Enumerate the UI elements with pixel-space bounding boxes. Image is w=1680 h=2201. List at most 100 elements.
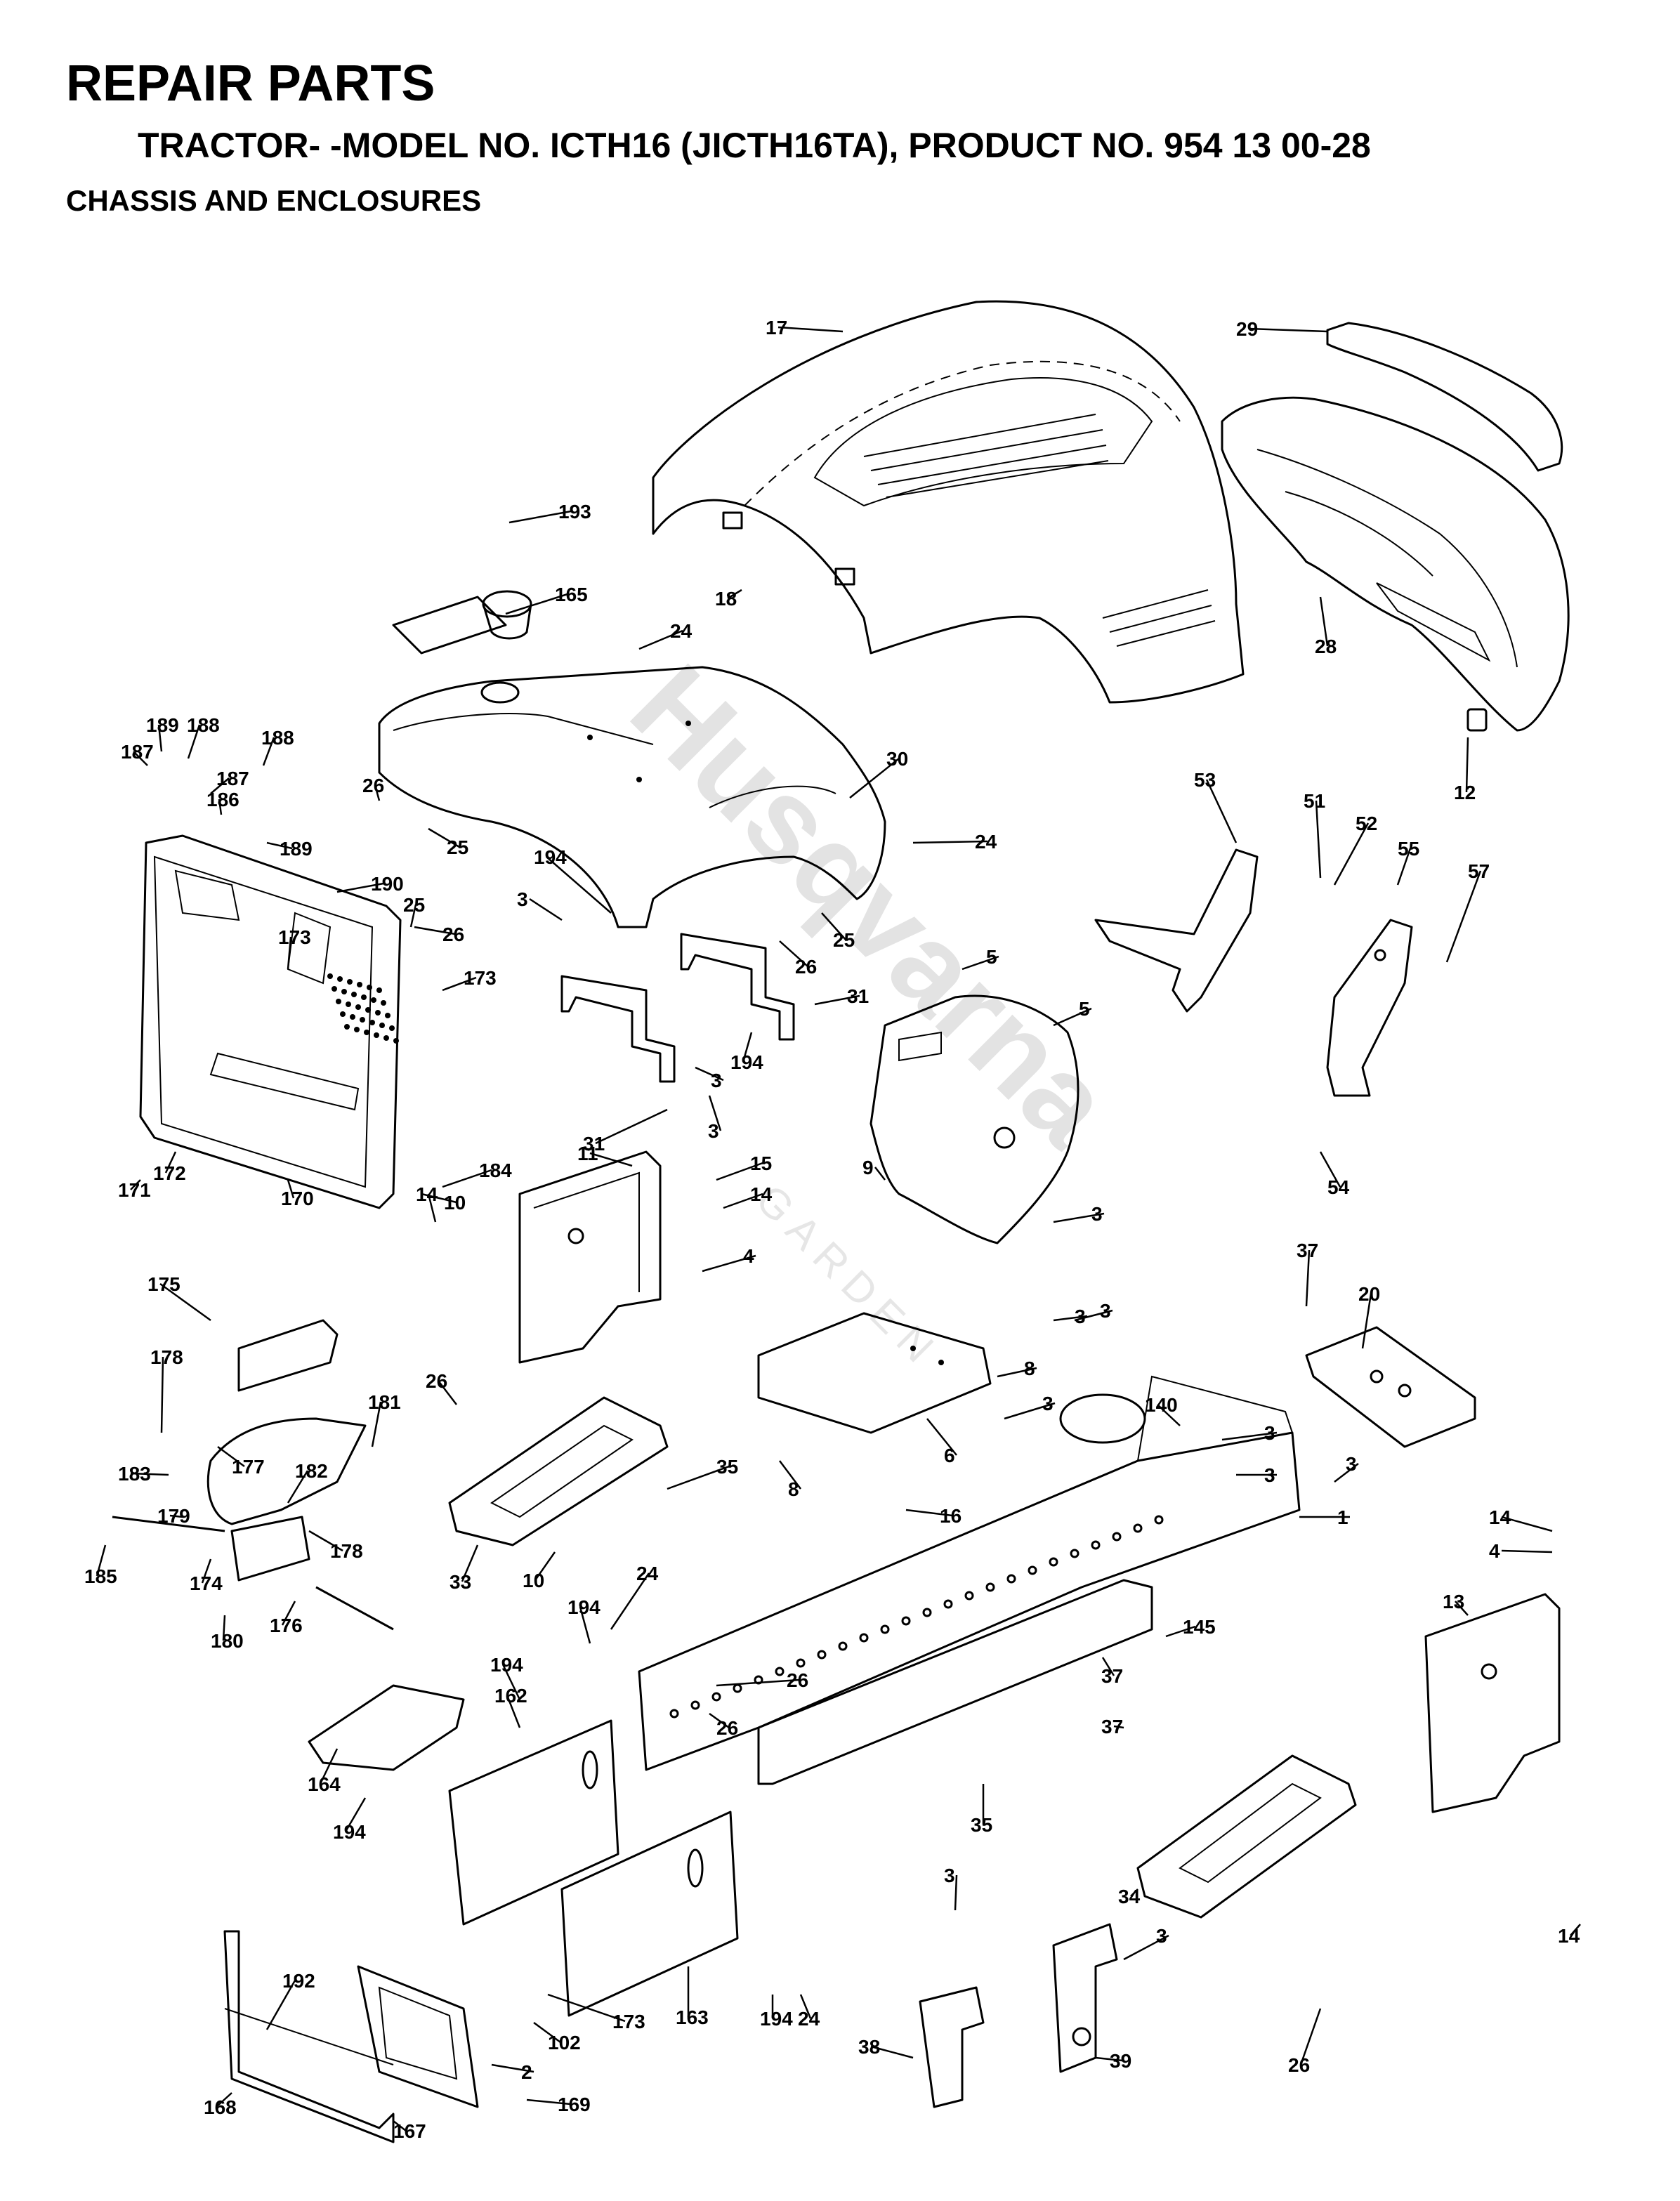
callout-174: 174 [190, 1572, 223, 1594]
callout-194: 194 [760, 2008, 793, 2030]
cover-9-part [869, 994, 1079, 1244]
front-bumper-part [223, 1930, 395, 2143]
callout-leader [169, 1514, 183, 1518]
callout-3: 3 [944, 1865, 955, 1886]
callout-leader [262, 737, 275, 766]
callout-leader [160, 1356, 164, 1433]
callout-173: 173 [612, 2011, 645, 2032]
vent-hole [371, 997, 376, 1003]
callout-17: 17 [766, 317, 787, 339]
callout-leader [1315, 800, 1322, 879]
callout-leader [505, 593, 568, 615]
callout-leader [533, 2021, 561, 2044]
bracket-31-right [680, 933, 795, 1041]
callout-145: 145 [1183, 1616, 1216, 1638]
page-title: REPAIR PARTS [66, 55, 435, 112]
callout-leader [427, 1193, 437, 1223]
callout-6: 6 [944, 1445, 955, 1466]
frame-hole [690, 1700, 700, 1710]
callout-leader [1221, 1431, 1278, 1441]
callout-1: 1 [1337, 1506, 1348, 1528]
callout-leader [1095, 2056, 1123, 2062]
callout-10: 10 [523, 1570, 544, 1591]
callout-leader [716, 1678, 800, 1687]
callout-leader [133, 751, 148, 766]
vent-hole [379, 1023, 385, 1028]
callout-leader [962, 955, 999, 971]
callout-leader [1053, 1315, 1088, 1322]
callout-leader [393, 2120, 407, 2131]
grille-side-part [1221, 322, 1570, 732]
frame-hole [922, 1608, 932, 1617]
callout-31: 31 [847, 985, 869, 1007]
callout-14: 14 [750, 1183, 773, 1205]
vent-hole [357, 982, 362, 987]
vent-hole [369, 1020, 375, 1025]
callout-leader [926, 1418, 957, 1456]
bracket-38-part [919, 1986, 985, 2108]
callout-leader [954, 1874, 958, 1911]
callout-leader [1101, 1657, 1115, 1676]
callout-leader [547, 1993, 626, 2023]
callout-leader [1465, 737, 1469, 793]
callout-55: 55 [1398, 838, 1419, 860]
callout-leader [814, 994, 860, 1006]
frame-hole [796, 1658, 806, 1668]
callout-140: 140 [1145, 1394, 1178, 1416]
callout-37: 37 [1101, 1665, 1123, 1687]
vent-hole [381, 1000, 386, 1006]
callout-leader [281, 1601, 296, 1626]
callout-leader [491, 2063, 534, 2073]
callout-leader [428, 827, 460, 848]
callout-4: 4 [1489, 1540, 1500, 1562]
callout-leader [777, 326, 844, 333]
vent-hole [341, 989, 347, 994]
frame-hole [711, 1692, 721, 1702]
callout-57: 57 [1468, 860, 1490, 882]
callout-leader [1501, 1549, 1553, 1553]
callout-leader [779, 940, 808, 967]
callout-leader [319, 1748, 339, 1785]
callout-194: 194 [490, 1654, 523, 1676]
frame-hole [669, 1709, 679, 1719]
callout-179: 179 [157, 1505, 190, 1527]
callout-3: 3 [708, 1120, 719, 1142]
callout-leader [287, 1470, 309, 1504]
callout-leader [216, 2092, 232, 2108]
callout-188: 188 [187, 714, 220, 736]
callout-leader [265, 1980, 296, 2030]
vent-hole [350, 1014, 355, 1020]
callout-26: 26 [795, 956, 817, 978]
callout-4: 4 [743, 1245, 754, 1267]
callout-leader [1319, 596, 1329, 647]
vent-hole [393, 1038, 399, 1044]
callout-leader [997, 1367, 1037, 1378]
callout-35: 35 [971, 1814, 992, 1836]
callout-leader [187, 724, 201, 759]
callout-194: 194 [567, 1596, 601, 1618]
callout-54: 54 [1327, 1176, 1350, 1198]
dash-panel-part [378, 590, 886, 928]
callout-25: 25 [833, 929, 855, 951]
callout-leader [1123, 1934, 1169, 1961]
frame-hole [943, 1599, 953, 1609]
bracket-31-left [560, 975, 676, 1083]
callout-3: 3 [1075, 1306, 1086, 1327]
callout-leader [874, 1167, 886, 1181]
bracket-53-part [1094, 848, 1259, 1013]
callout-leader [501, 1664, 521, 1700]
callout-13: 13 [1443, 1591, 1464, 1612]
callout-leader [1299, 2008, 1322, 2065]
callout-leader [1396, 848, 1412, 886]
vent-hole [385, 1013, 391, 1018]
frame-hole [775, 1667, 785, 1676]
callout-14: 14 [1489, 1506, 1511, 1528]
callout-leader [589, 1152, 633, 1167]
vent-hole [346, 1001, 351, 1007]
callout-leader [344, 1797, 367, 1832]
frame-hole [859, 1633, 869, 1643]
callout-3: 3 [1346, 1453, 1357, 1475]
bracket-39-part [1052, 1923, 1118, 2073]
callout-194: 194 [730, 1051, 763, 1073]
